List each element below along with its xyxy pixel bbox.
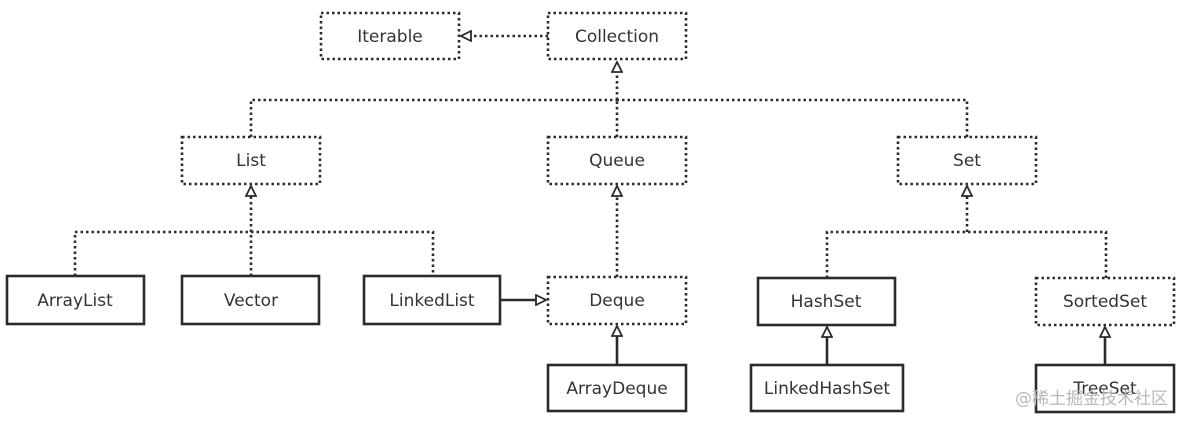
node-deque-label: Deque (589, 291, 645, 311)
watermark-text: @稀土掘金技术社区 (1015, 389, 1168, 409)
node-set: Set (896, 135, 1038, 186)
node-treeset-label: TreeSet (1072, 379, 1137, 399)
node-queue: Queue (546, 135, 688, 186)
edge-list-collection (249, 98, 617, 137)
node-hashset: HashSet (756, 276, 897, 327)
node-arraydeque: ArrayDeque (546, 363, 688, 413)
node-sortedset-label: SortedSet (1063, 292, 1147, 312)
node-sortedset: SortedSet (1034, 276, 1176, 327)
node-queue-label: Queue (589, 151, 645, 171)
node-iterable: Iterable (319, 11, 461, 61)
node-list-label: List (236, 151, 266, 171)
node-set-label: Set (953, 151, 981, 171)
node-hashset-label: HashSet (791, 292, 862, 312)
node-linkedlist-label: LinkedList (389, 291, 475, 311)
node-linkedhashset-label: LinkedHashSet (764, 379, 891, 399)
node-collection-box (546, 11, 688, 61)
node-linkedhashset: LinkedHashSet (749, 363, 905, 413)
nodes-layer: Iterable Collection List Queue Set Array… (5, 11, 1176, 414)
node-iterable-label: Iterable (357, 27, 423, 47)
node-sortedset-box (1034, 276, 1176, 327)
node-deque: Deque (546, 275, 688, 326)
node-treeset-box (1034, 363, 1176, 414)
node-linkedlist-box (362, 274, 502, 326)
node-vector: Vector (180, 274, 321, 326)
edge-hashset-sortedset-set (825, 230, 1108, 278)
node-collection: Collection (546, 11, 688, 61)
node-arraylist-box (5, 274, 146, 326)
node-list-box (180, 135, 322, 186)
node-queue-box (546, 135, 688, 186)
node-hashset-box (756, 276, 897, 327)
node-iterable-box (319, 11, 461, 61)
node-vector-label: Vector (224, 291, 278, 311)
node-treeset: TreeSet (1034, 363, 1176, 414)
node-linkedhashset-box (749, 363, 905, 413)
node-set-box (896, 135, 1038, 186)
node-arraydeque-box (546, 363, 688, 413)
node-list: List (180, 135, 322, 186)
edge-set-collection (617, 98, 969, 137)
node-arraylist-label: ArrayList (37, 291, 113, 311)
node-collection-label: Collection (575, 27, 659, 47)
node-deque-box (546, 275, 688, 326)
node-linkedlist: LinkedList (362, 274, 502, 326)
node-vector-box (180, 274, 321, 326)
node-arraydeque-label: ArrayDeque (566, 379, 667, 399)
edges-layer (73, 36, 1108, 365)
edge-arraylist-list (73, 230, 435, 276)
node-arraylist: ArrayList (5, 274, 146, 326)
